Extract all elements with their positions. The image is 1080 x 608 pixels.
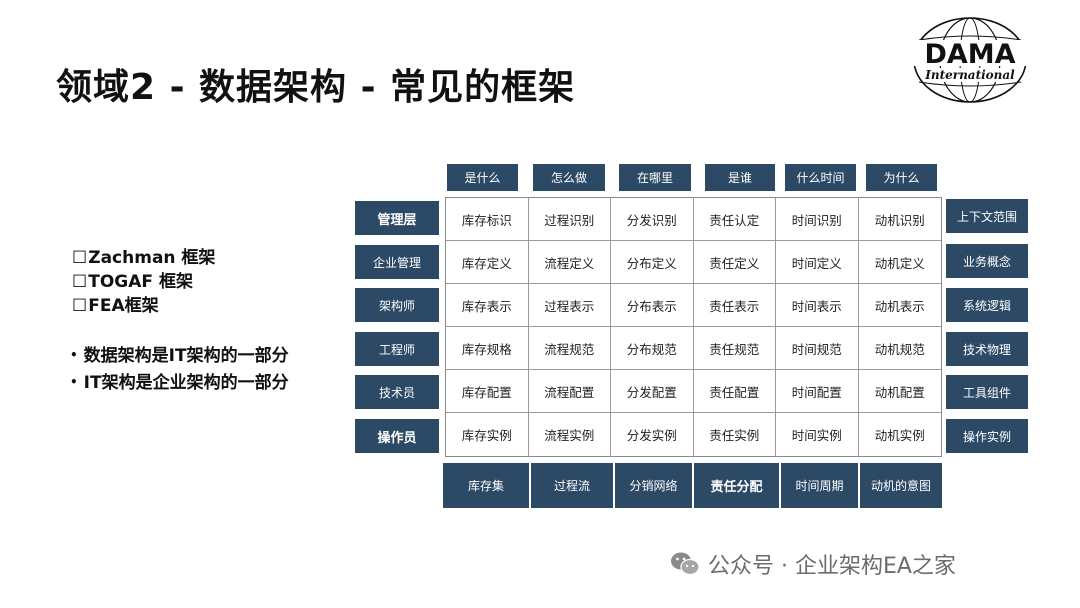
matrix-cell: 分布规范	[611, 327, 694, 370]
page-title: 领域2 - 数据架构 - 常见的框架	[56, 67, 576, 108]
matrix-cell: 库存规格	[446, 327, 529, 370]
matrix-cell: 库存标识	[446, 198, 529, 241]
matrix-cell: 库存表示	[446, 284, 529, 327]
matrix-cell: 动机配置	[858, 370, 941, 413]
matrix-cell: 责任规范	[693, 327, 776, 370]
row-perspective-label: 技术物理	[946, 332, 1028, 366]
column-footer: 分销网络	[615, 463, 692, 508]
matrix-cell: 流程定义	[528, 241, 611, 284]
column-header: 在哪里	[619, 164, 691, 191]
matrix-cell: 时间实例	[776, 413, 859, 456]
column-footer: 责任分配	[694, 463, 779, 508]
matrix-cell: 动机识别	[858, 198, 941, 241]
row-perspective-label: 工具组件	[946, 375, 1028, 409]
matrix-cell: 动机规范	[858, 327, 941, 370]
matrix-cell: 时间配置	[776, 370, 859, 413]
matrix-cell: 流程规范	[528, 327, 611, 370]
row-label: 技术员	[355, 375, 439, 409]
list-item: ☐Zachman 框架	[72, 248, 216, 268]
matrix-cell: 分发实例	[611, 413, 694, 456]
row-label: 管理层	[355, 201, 439, 235]
column-header: 什么时间	[785, 164, 856, 191]
row-perspective-label: 业务概念	[946, 244, 1028, 278]
point-list: •数据架构是IT架构的一部分 •IT架构是企业架构的一部分	[70, 342, 289, 396]
matrix-cell: 动机定义	[858, 241, 941, 284]
matrix-cell: 库存实例	[446, 413, 529, 456]
matrix-cell: 库存定义	[446, 241, 529, 284]
list-item: ☐TOGAF 框架	[72, 272, 193, 292]
matrix-cell: 库存配置	[446, 370, 529, 413]
row-perspective-label: 上下文范围	[946, 199, 1028, 233]
wechat-icon	[671, 552, 700, 576]
matrix-cell: 时间规范	[776, 327, 859, 370]
matrix-cell: 责任表示	[693, 284, 776, 327]
column-header: 怎么做	[533, 164, 605, 191]
list-item: •IT架构是企业架构的一部分	[70, 373, 289, 393]
matrix-cell: 时间表示	[776, 284, 859, 327]
matrix-cell: 时间识别	[776, 198, 859, 241]
svg-text:International: International	[924, 68, 1015, 82]
matrix-cell: 责任配置	[693, 370, 776, 413]
row-label: 操作员	[355, 419, 439, 453]
column-header: 为什么	[866, 164, 937, 191]
column-footer: 库存集	[443, 463, 529, 508]
dama-logo: DAMA International	[907, 17, 1033, 103]
watermark-text: 公众号 · 企业架构EA之家	[708, 554, 956, 579]
matrix-cell: 责任定义	[693, 241, 776, 284]
matrix-cell: 动机表示	[858, 284, 941, 327]
matrix-cell: 责任实例	[693, 413, 776, 456]
matrix-cell: 时间定义	[776, 241, 859, 284]
wechat-watermark: 公众号 · 企业架构EA之家	[670, 548, 956, 580]
matrix-cell: 过程识别	[528, 198, 611, 241]
row-label: 架构师	[355, 288, 439, 322]
matrix-cell: 分布定义	[611, 241, 694, 284]
matrix-cell: 动机实例	[858, 413, 941, 456]
column-footer: 时间周期	[781, 463, 858, 508]
matrix-cell: 过程表示	[528, 284, 611, 327]
zachman-matrix: 库存标识 过程识别 分发识别 责任认定 时间识别 动机识别 库存定义 流程定义 …	[445, 197, 942, 457]
list-item: •数据架构是IT架构的一部分	[70, 346, 289, 366]
row-perspective-label: 操作实例	[946, 419, 1028, 453]
svg-text:DAMA: DAMA	[924, 39, 1015, 70]
column-footer: 动机的意图	[860, 463, 942, 508]
matrix-cell: 分发识别	[611, 198, 694, 241]
framework-list: ☐Zachman 框架 ☐TOGAF 框架 ☐FEA框架	[72, 246, 215, 318]
matrix-cell: 流程配置	[528, 370, 611, 413]
matrix-cell: 流程实例	[528, 413, 611, 456]
matrix-cell: 分布表示	[611, 284, 694, 327]
matrix-cell: 责任认定	[693, 198, 776, 241]
column-footer: 过程流	[531, 463, 613, 508]
row-label: 工程师	[355, 332, 439, 366]
row-label: 企业管理	[355, 245, 439, 279]
column-header: 是什么	[447, 164, 518, 191]
list-item: ☐FEA框架	[72, 296, 159, 316]
column-header: 是谁	[705, 164, 775, 191]
row-perspective-label: 系统逻辑	[946, 288, 1028, 322]
matrix-cell: 分发配置	[611, 370, 694, 413]
